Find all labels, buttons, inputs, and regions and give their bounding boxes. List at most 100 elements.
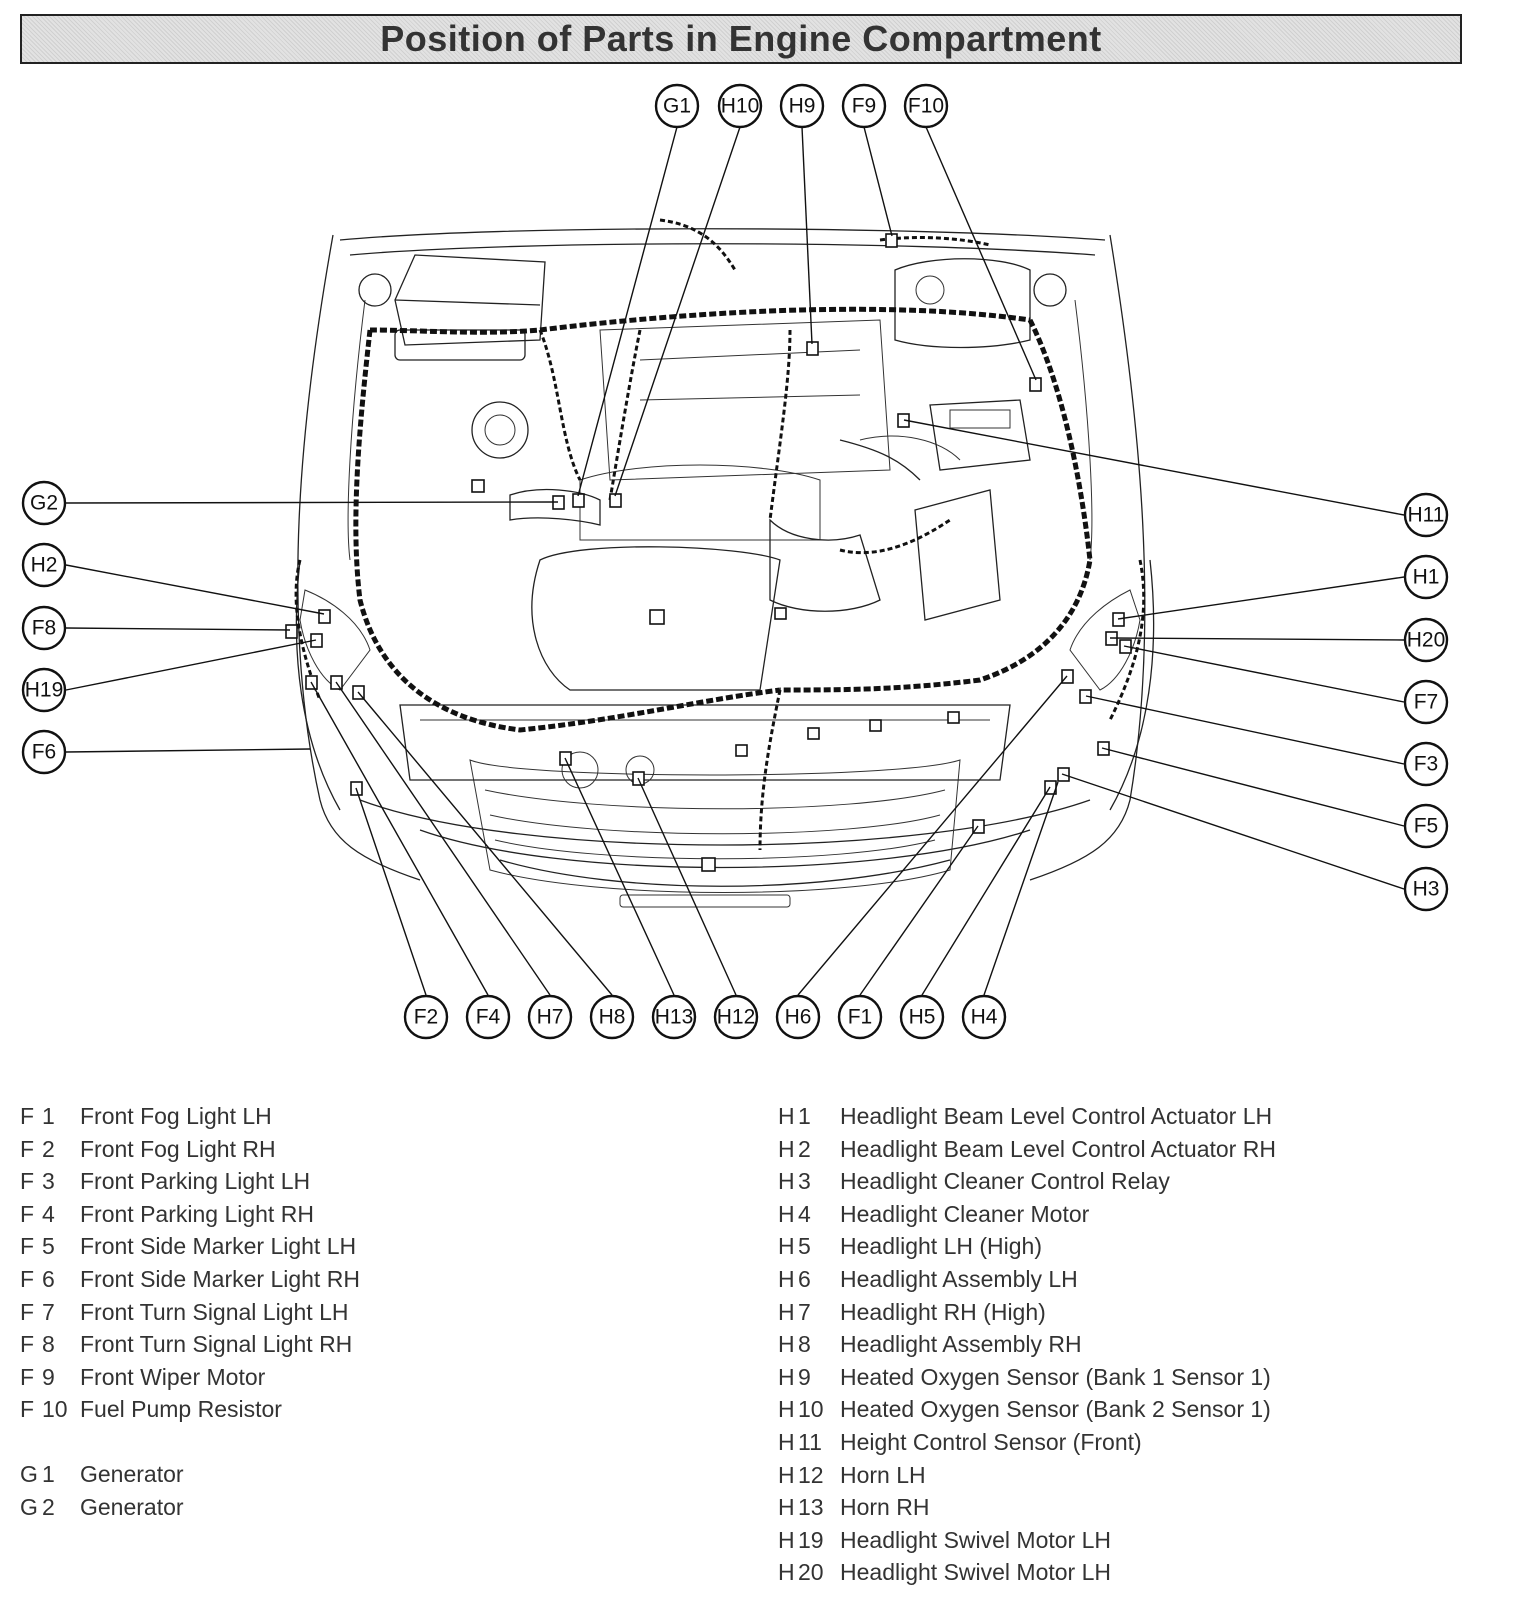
callout-f8: F8 — [21, 605, 67, 651]
legend-part-name: Front Fog Light LH — [80, 1103, 272, 1129]
legend-code-number: 1 — [42, 1460, 55, 1487]
legend-part-name: Headlight Swivel Motor LH — [840, 1559, 1112, 1586]
svg-text:H6: H6 — [785, 1006, 812, 1029]
legend-part-name: Generator — [80, 1460, 184, 1487]
legend-part-name: Generator — [80, 1493, 184, 1520]
legend-code-letter: H — [778, 1494, 795, 1521]
legend-part-name: Headlight Beam Level Control Actuator RH — [840, 1135, 1276, 1162]
legend-code-number: 3 — [42, 1168, 55, 1195]
leader-lines — [65, 126, 1405, 996]
legend-code-letter: H — [778, 1363, 795, 1390]
legend-part-name: Headlight Beam Level Control Actuator LH — [840, 1103, 1273, 1129]
callout-g2: G2 — [21, 480, 67, 526]
legend-part-name: Front Wiper Motor — [80, 1363, 266, 1390]
legend-code-letter: H — [778, 1200, 795, 1227]
callout-h10: H10 — [717, 83, 763, 129]
title-banner: Position of Parts in Engine Compartment — [20, 14, 1462, 64]
callout-h11: H11 — [1403, 492, 1449, 538]
legend-code-letter: F — [20, 1135, 35, 1162]
svg-text:F10: F10 — [908, 95, 944, 118]
svg-text:H7: H7 — [537, 1006, 564, 1029]
page-title: Position of Parts in Engine Compartment — [380, 18, 1102, 59]
legend-code-number: 3 — [798, 1168, 811, 1195]
legend-part-name: Front Fog Light RH — [80, 1135, 276, 1162]
legend-code-number: 2 — [42, 1135, 55, 1162]
legend-part-name: Front Parking Light LH — [80, 1168, 311, 1195]
svg-text:G1: G1 — [663, 95, 691, 118]
legend-part-name: Headlight Cleaner Motor — [840, 1200, 1090, 1227]
legend-part-name: Heated Oxygen Sensor (Bank 2 Sensor 1) — [840, 1396, 1271, 1423]
callout-f6: F6 — [21, 729, 67, 775]
svg-text:H11: H11 — [1408, 504, 1445, 527]
svg-text:H12: H12 — [717, 1006, 756, 1029]
legend-code-number: 20 — [798, 1559, 824, 1586]
legend-code-letter: H — [778, 1298, 795, 1325]
legend-code-number: 6 — [798, 1265, 811, 1292]
callout-h12: H12 — [713, 994, 759, 1040]
legend-code-number: 4 — [42, 1200, 55, 1227]
legend-code-number: 4 — [798, 1200, 811, 1227]
callout-f9: F9 — [841, 83, 887, 129]
callout-h2: H2 — [21, 542, 67, 588]
legend-part-name: Headlight Cleaner Control Relay — [840, 1168, 1170, 1195]
legend-code-letter: H — [778, 1168, 795, 1195]
callout-f3: F3 — [1403, 741, 1449, 787]
callout-f2: F2 — [403, 994, 449, 1040]
legend-code-number: 1 — [42, 1103, 55, 1129]
svg-text:H1: H1 — [1413, 566, 1440, 589]
svg-text:F4: F4 — [476, 1006, 501, 1029]
callout-h5: H5 — [899, 994, 945, 1040]
svg-text:H4: H4 — [971, 1006, 998, 1029]
legend-code-letter: F — [20, 1200, 35, 1227]
legend-code-number: 1 — [798, 1103, 811, 1129]
svg-text:F2: F2 — [414, 1006, 439, 1029]
callout-h8: H8 — [589, 994, 635, 1040]
legend-part-name: Front Side Marker Light LH — [80, 1233, 357, 1260]
callout-f7: F7 — [1403, 679, 1449, 725]
legend-code-number: 2 — [42, 1493, 55, 1520]
legend-part-name: Headlight Assembly LH — [840, 1265, 1078, 1292]
legend-code-letter: G — [20, 1493, 38, 1520]
svg-text:H19: H19 — [25, 679, 64, 702]
callout-f1: F1 — [837, 994, 883, 1040]
legend-code-letter: F — [20, 1103, 35, 1129]
svg-text:H2: H2 — [31, 554, 58, 577]
callout-bubbles: G1 H10 H9 F9 F10 G2 H2 F8 H19 F6 H11 H1 … — [21, 83, 1449, 1040]
legend-code-number: 5 — [42, 1233, 55, 1260]
svg-text:F9: F9 — [852, 95, 877, 118]
legend-code-number: 7 — [42, 1298, 55, 1325]
engine-compartment-diagram: G1 H10 H9 F9 F10 G2 H2 F8 H19 F6 H11 H1 … — [21, 83, 1449, 1040]
legend-code-letter: H — [778, 1428, 795, 1455]
svg-text:H5: H5 — [909, 1006, 936, 1029]
legend-code-letter: F — [20, 1363, 35, 1390]
legend-part-name: Horn RH — [840, 1494, 930, 1521]
legend-code-number: 12 — [798, 1461, 824, 1488]
legend-code-letter: H — [778, 1103, 795, 1129]
legend-code-number: 8 — [42, 1331, 55, 1358]
legend-part-name: Front Turn Signal Light LH — [80, 1298, 349, 1325]
legend-code-number: 8 — [798, 1331, 811, 1358]
legend-code-number: 19 — [798, 1526, 824, 1553]
